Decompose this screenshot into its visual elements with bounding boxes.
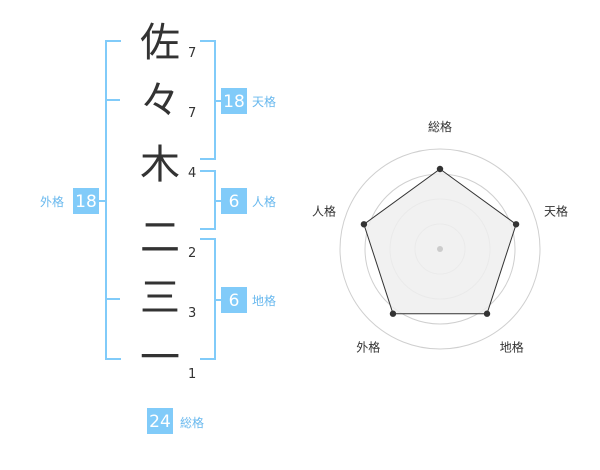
radar-point-3	[483, 310, 491, 317]
tenkaku-label: 天格	[252, 94, 276, 109]
gaikaku-badge: 外格 18	[40, 188, 99, 214]
name-column: 佐 7 々 7 木 4 二 2 三 3 一 1	[140, 20, 196, 382]
chikaku-bracket	[200, 238, 216, 360]
radar-center-marker	[437, 246, 443, 252]
jinkaku-value: 6	[229, 192, 240, 212]
jinkaku-badge: 6 人格	[221, 188, 276, 214]
radar-point-1	[436, 165, 444, 173]
brackets	[99, 40, 221, 360]
gaikaku-badge-box	[73, 188, 99, 214]
tenkaku-bracket	[200, 40, 216, 160]
stroke-count-5: 3	[188, 306, 196, 321]
soukaku-label: 総格	[180, 415, 204, 430]
jinkaku-badge-box	[221, 188, 247, 214]
soukaku-badge: 24 総格	[147, 408, 204, 434]
chikaku-value: 6	[229, 291, 240, 311]
stroke-count-4: 2	[188, 246, 196, 261]
radar-axis-label-5: 人格	[312, 203, 336, 218]
jinkaku-label: 人格	[252, 194, 276, 209]
chikaku-label: 地格	[252, 293, 276, 308]
radar-axis-label-3: 地格	[500, 340, 524, 355]
tenkaku-badge-box	[221, 88, 247, 114]
gaikaku-value: 18	[75, 192, 97, 212]
stroke-count-6: 1	[188, 367, 196, 382]
jinkaku-bracket	[200, 170, 216, 230]
soukaku-value: 24	[149, 412, 171, 432]
radar-axis-label-4: 外格	[356, 340, 380, 355]
radar-point-5	[360, 221, 368, 228]
tenkaku-badge: 18 天格	[221, 88, 276, 114]
radar-point-2	[512, 221, 520, 228]
name-char-5: 三	[140, 275, 180, 321]
stroke-count-3: 4	[188, 166, 196, 181]
tenkaku-value: 18	[223, 92, 245, 112]
radar-axis-label-2: 天格	[544, 203, 568, 218]
chikaku-badge: 6 地格	[221, 287, 276, 313]
radar-ring-4	[339, 148, 541, 350]
soukaku-badge-box	[147, 408, 173, 434]
radar-polygon	[363, 168, 517, 315]
radar-point-4	[389, 310, 397, 317]
name-char-6: 一	[140, 335, 180, 381]
gaikaku-bracket	[105, 40, 121, 360]
name-char-1: 佐	[140, 20, 180, 66]
stroke-count-1: 7	[188, 46, 196, 61]
name-char-4: 二	[140, 215, 180, 261]
name-char-2: 々	[140, 78, 180, 124]
stroke-count-2: 7	[188, 106, 196, 121]
name-char-3: 木	[140, 142, 180, 188]
radar-axis-label-1: 総格	[428, 119, 452, 134]
gaikaku-label: 外格	[40, 194, 64, 209]
chikaku-badge-box	[221, 287, 247, 313]
